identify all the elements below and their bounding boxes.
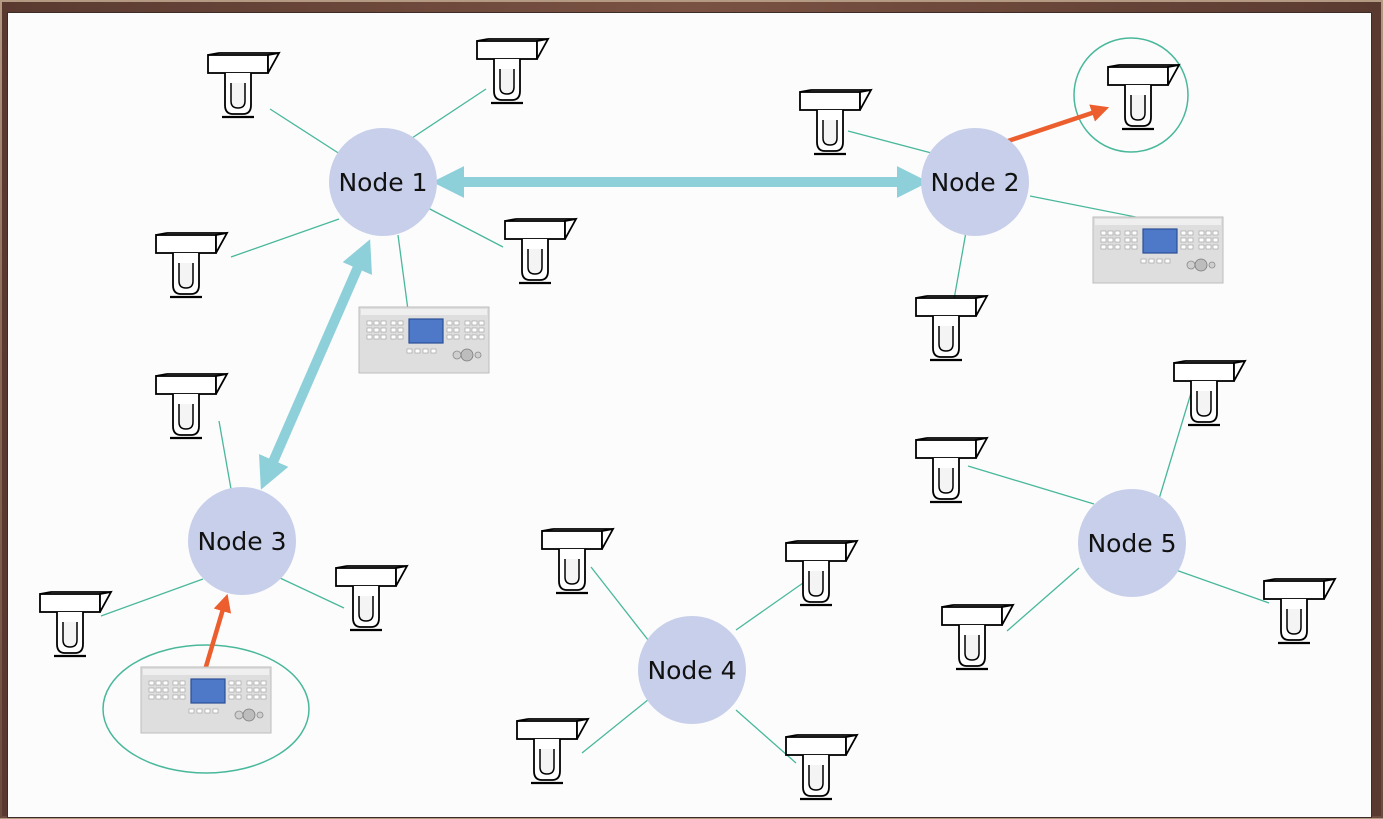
orange-arrow-node-2: [1004, 104, 1110, 145]
link-line: [397, 234, 409, 311]
moving-head-light-icon: [154, 372, 229, 440]
link-line: [735, 582, 804, 631]
link-line: [590, 566, 653, 646]
link-line: [1158, 392, 1192, 500]
moving-head-light-icon: [540, 527, 615, 595]
link-line: [847, 130, 940, 156]
lighting-console-icon: [358, 306, 490, 374]
node-4-label: Node 4: [647, 656, 736, 685]
bidirectional-arrow-node1-node3: [259, 239, 372, 490]
moving-head-light-icon: [1106, 63, 1181, 131]
link-line: [269, 108, 344, 157]
link-line: [967, 465, 1095, 505]
node-2[interactable]: Node 2: [921, 128, 1029, 236]
node-5[interactable]: Node 5: [1078, 489, 1186, 597]
orange-arrow-node-3: [202, 593, 232, 671]
moving-head-light-icon: [1262, 577, 1337, 645]
node-2-circle: [921, 128, 1029, 236]
moving-head-light-icon: [475, 37, 550, 105]
node-3-circle: [188, 487, 296, 595]
node-4[interactable]: Node 4: [638, 616, 746, 724]
node-1[interactable]: Node 1: [329, 128, 437, 236]
highlight-ellipse-node-3: [102, 644, 310, 774]
node-1-label: Node 1: [338, 168, 427, 197]
link-lines: [100, 88, 1270, 764]
node-3[interactable]: Node 3: [188, 487, 296, 595]
link-line: [279, 577, 345, 609]
link-line: [408, 88, 487, 141]
node-3-label: Node 3: [197, 527, 286, 556]
highlight-circle-node-2: [1073, 37, 1189, 153]
link-line: [100, 578, 204, 617]
lighting-console-icon: [1092, 216, 1224, 284]
diagram-canvas: Node 1 Node 2 Node 3 Node 4 Node 5: [7, 12, 1372, 818]
node-2-label: Node 2: [930, 168, 1019, 197]
link-line: [218, 420, 232, 490]
moving-head-light-icon: [784, 539, 859, 607]
lighting-console-icon: [140, 666, 272, 734]
moving-head-light-icon: [154, 231, 229, 299]
moving-head-light-icon: [798, 88, 873, 156]
link-line: [952, 231, 967, 306]
moving-head-light-icon: [334, 564, 409, 632]
moving-head-light-icon: [503, 217, 578, 285]
moving-head-light-icon: [914, 294, 989, 362]
network-diagram: Node 1 Node 2 Node 3 Node 4 Node 5: [38, 37, 1337, 801]
moving-head-light-icon: [515, 717, 590, 785]
link-line: [1006, 567, 1080, 632]
link-line: [425, 206, 504, 248]
moving-head-light-icon: [38, 590, 113, 658]
moving-head-light-icon: [914, 436, 989, 504]
moving-head-light-icon: [206, 51, 281, 119]
link-line: [230, 218, 340, 258]
node-1-circle: [329, 128, 437, 236]
moving-head-light-icon: [784, 733, 859, 801]
node-5-label: Node 5: [1087, 529, 1176, 558]
link-line: [1172, 568, 1270, 604]
moving-head-light-icon: [940, 603, 1015, 671]
link-line: [581, 698, 650, 754]
node-4-circle: [638, 616, 746, 724]
node-5-circle: [1078, 489, 1186, 597]
